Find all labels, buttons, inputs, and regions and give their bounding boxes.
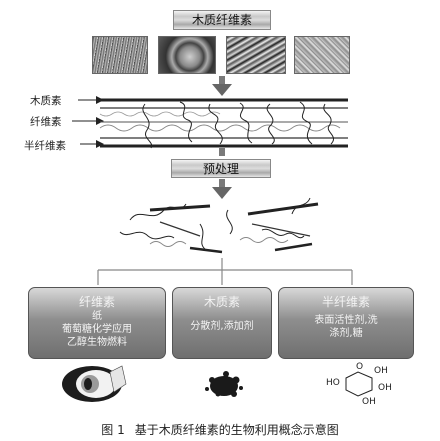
- chem-label-oh-right: OH: [378, 383, 392, 393]
- structure-fibers: [99, 98, 348, 149]
- hemicellulose-box-line1: 表面活性剂,洗: [314, 315, 378, 326]
- pretreatment-banner: 预处理: [171, 159, 271, 178]
- down-arrow-2: [219, 148, 225, 156]
- lignocellulose-banner-label: 木质纤维素: [191, 13, 252, 27]
- pretreatment-banner-label: 预处理: [202, 162, 239, 176]
- lignin-box-line1: 分散剂,添加剂: [190, 321, 254, 332]
- disrupted-fibers: [119, 197, 319, 254]
- biomass-photo-chips: [294, 36, 350, 74]
- biomass-photo-straw: [226, 36, 286, 74]
- chem-label-oh-top: OH: [374, 366, 388, 376]
- hemicellulose-box-title: 半纤维素: [321, 295, 370, 309]
- distribution-connectors: [97, 258, 353, 285]
- figure-caption: 图 1 基于木质纤维素的生物利用概念示意图: [0, 421, 440, 438]
- sugar-structure-illustration: [345, 371, 373, 397]
- hemicellulose-application-box: 半纤维素 表面活性剂,洗 涤剂,糖: [278, 287, 414, 359]
- cellulose-box-line3: 乙醇生物燃料: [67, 337, 127, 348]
- lignocellulose-banner: 木质纤维素: [173, 10, 271, 30]
- figure-caption-text: 基于木质纤维素的生物利用概念示意图: [134, 423, 339, 437]
- lignin-application-box: 木质素 分散剂,添加剂: [172, 287, 272, 359]
- chem-label-oh-bottom: OH: [362, 397, 376, 407]
- label-lignin: 木质素: [30, 95, 62, 107]
- cellulose-box-title: 纤维素: [78, 295, 115, 309]
- biomass-photo-grass: [92, 36, 148, 74]
- lignin-box-title: 木质素: [203, 295, 240, 309]
- down-arrow-1: [212, 76, 232, 96]
- lignin-powder-illustration: [205, 371, 243, 397]
- cellulose-box-line2: 葡萄糖化学应用: [62, 324, 132, 335]
- down-arrow-3: [212, 179, 232, 199]
- cellulose-box-line1: 纸: [92, 311, 102, 322]
- label-hemicellulose: 半纤维素: [24, 140, 66, 152]
- cellulose-application-box: 纤维素 纸 葡萄糖化学应用 乙醇生物燃料: [28, 287, 166, 359]
- chem-label-ho: HO: [326, 378, 340, 388]
- hemicellulose-box-line2: 涤剂,糖: [329, 328, 363, 339]
- chem-label-o: O: [356, 362, 364, 372]
- figure-number: 图 1: [101, 423, 125, 437]
- label-cellulose: 纤维素: [30, 116, 62, 128]
- biomass-photo-wood-log: [158, 36, 216, 74]
- paper-roll-illustration: [62, 365, 127, 402]
